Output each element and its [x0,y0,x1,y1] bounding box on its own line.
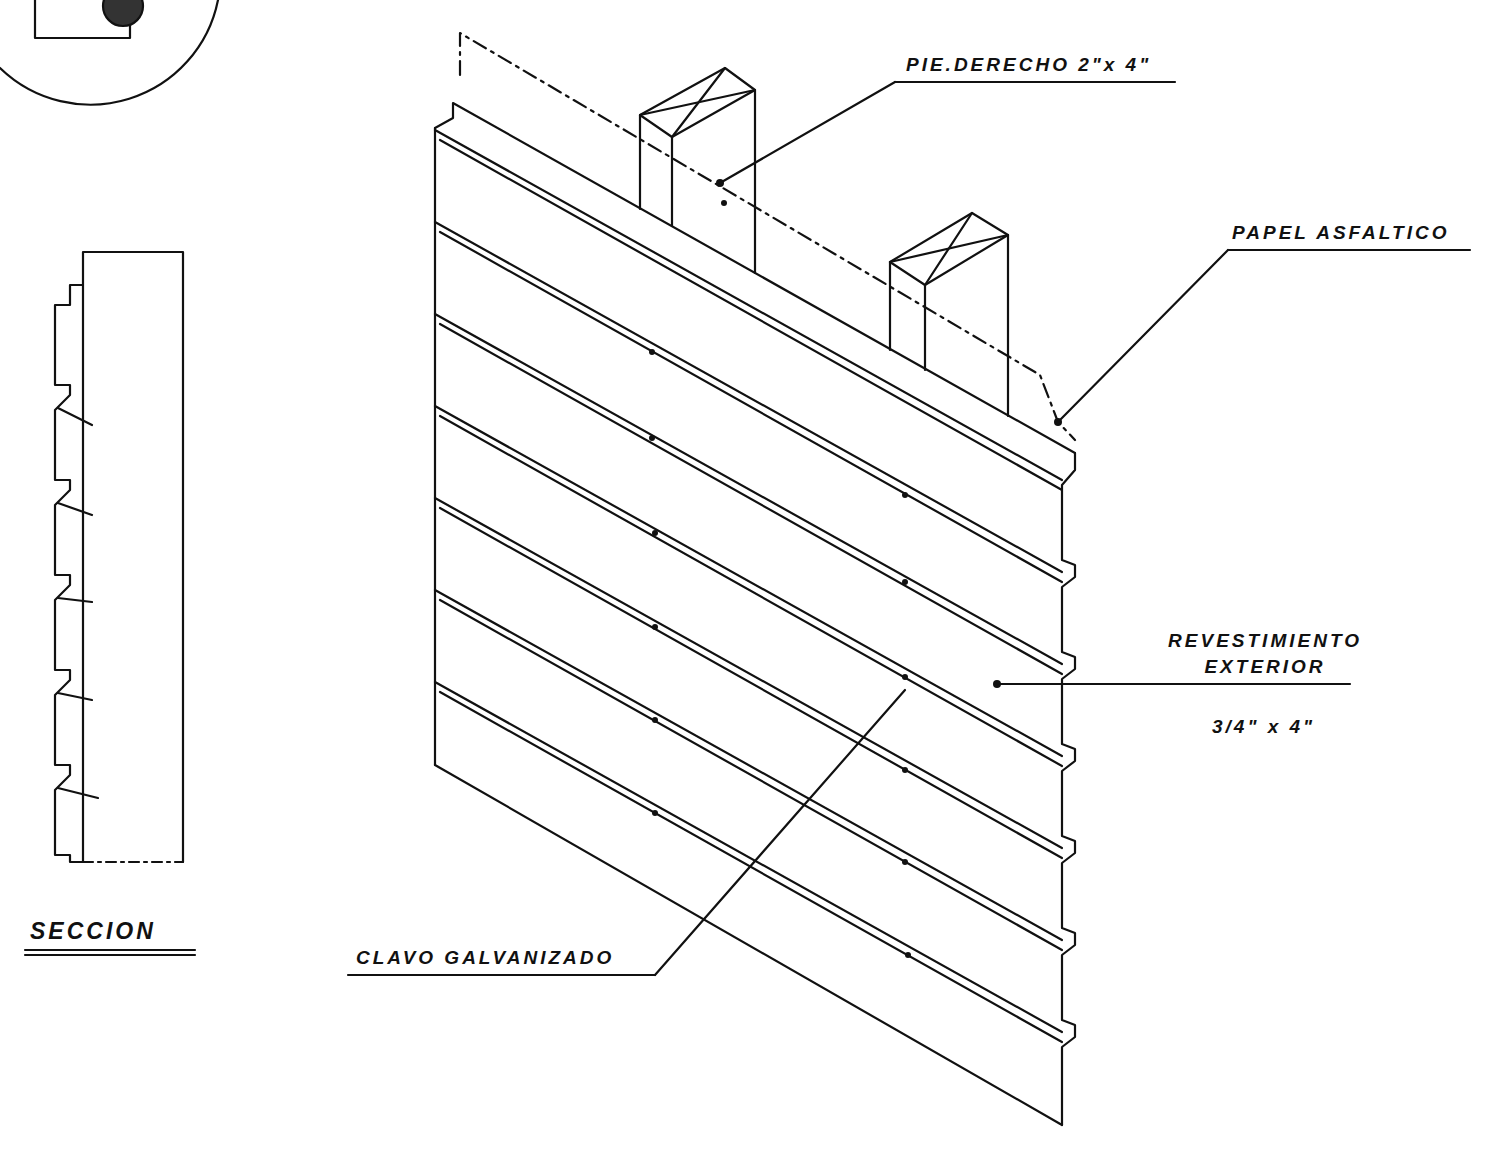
section-nail [58,598,92,602]
nail-dot [902,492,908,498]
stud-edge [889,262,891,350]
leader-line [720,82,895,183]
section-nail [58,693,92,700]
nail-dot [902,859,908,865]
label-underline [25,954,195,956]
stud-cross [672,68,725,137]
board-rebate [440,140,1062,490]
nail-dot [905,952,911,958]
nail-dot [652,717,658,723]
label-underline [1228,249,1470,251]
section-nail [58,503,92,515]
leader-dot [1054,418,1062,426]
board-edge [435,406,1062,756]
board-edge [435,498,1062,848]
board-edge [435,682,1062,1032]
leader-line [655,690,905,975]
label-underline [25,949,195,951]
board-edge [435,222,1062,572]
panel-bottom [435,765,1062,1125]
section-stud-bottom [83,861,183,863]
stud-cross [925,213,972,285]
label-underline [895,81,1175,83]
part-label: PAPEL ASFALTICO [1232,220,1449,246]
board-rebate [440,508,1062,858]
nail-dot [652,810,658,816]
nail-dot [652,530,658,536]
nail-dot [649,349,655,355]
section-stud [83,252,183,862]
stud-edge [639,115,641,209]
stud-edge [924,285,926,370]
board-edge [435,130,1062,480]
label-underline [348,974,655,976]
stud-top [640,68,755,137]
drawing-lines [0,0,1470,1125]
panel-right [1062,453,1075,1125]
stud-edge [754,90,756,273]
stud-top [890,213,1008,285]
detail-hatch [103,0,143,26]
nail-dot [652,624,658,630]
part-label: REVESTIMIENTO EXTERIOR [1140,628,1390,680]
board-edge [435,314,1062,664]
section-siding [55,285,83,862]
leader-line [997,683,1350,685]
board-rebate [440,416,1062,766]
part-label: PIE.DERECHO 2"x 4" [906,52,1151,78]
view-title: SECCION [30,918,156,944]
nail-dot [902,674,908,680]
section-nail [58,408,92,425]
board-rebate [440,324,1062,674]
nail-dot [649,435,655,441]
leader-line [1058,250,1228,422]
board-rebate [440,232,1062,582]
board-rebate [440,600,1062,950]
section-nail [58,788,98,798]
leader-dot [993,680,1001,688]
nail-dot [721,200,727,206]
dimension-label: 3/4" x 4" [1212,714,1315,740]
part-label: CLAVO GALVANIZADO [356,945,614,971]
nail-dot [902,579,908,585]
nail-dot [902,767,908,773]
leader-dot [716,179,724,187]
nails [649,179,1062,958]
board-edge [435,590,1062,940]
stud-edge [671,137,673,226]
stud-edge [1007,235,1009,416]
